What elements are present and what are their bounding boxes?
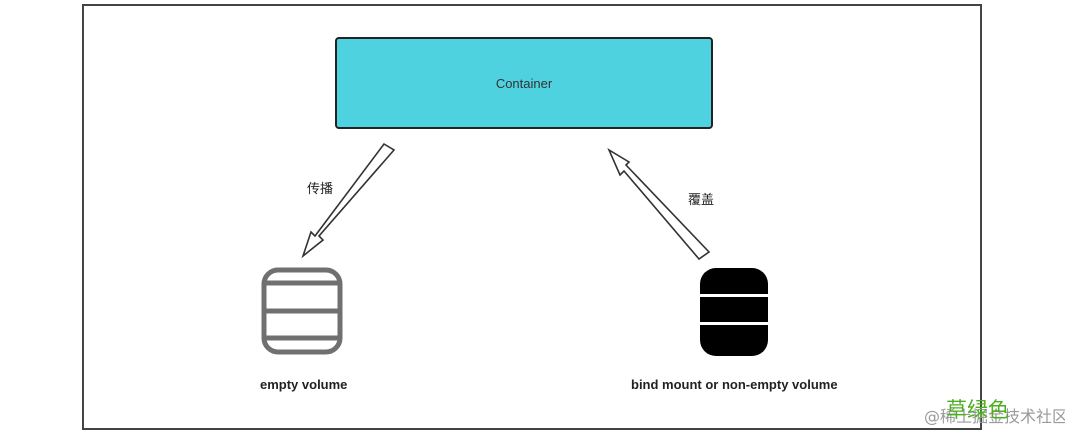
watermark: @稀土掘金技术社区 草绿色 xyxy=(924,394,1065,430)
container-box: Container xyxy=(335,37,713,129)
watermark-sub: @稀土掘金技术社区 xyxy=(924,407,1065,426)
empty-volume-label: empty volume xyxy=(260,377,348,392)
propagate-arrow xyxy=(301,142,396,259)
override-arrow xyxy=(607,148,711,261)
watermark-brand: 草绿色 xyxy=(946,398,1009,422)
bind-mount-label: bind mount or non-empty volume xyxy=(631,377,838,392)
database-outline-icon xyxy=(261,267,343,355)
database-filled-icon xyxy=(700,268,768,356)
propagate-label: 传播 xyxy=(307,181,334,196)
container-label: Container xyxy=(495,75,553,91)
override-label: 覆盖 xyxy=(688,192,715,207)
